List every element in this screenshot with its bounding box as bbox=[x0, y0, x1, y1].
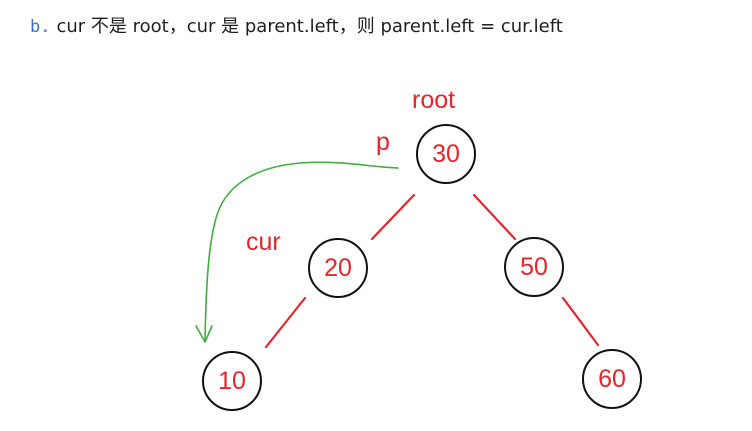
tree-node-60: 60 bbox=[582, 349, 642, 409]
root-label: root bbox=[412, 86, 455, 114]
tree-node-30: 30 bbox=[416, 124, 476, 184]
step-text: cur 不是 root，cur 是 parent.left，则 parent.l… bbox=[56, 16, 563, 37]
tree-node-10: 10 bbox=[202, 351, 262, 411]
edge-20-10 bbox=[264, 296, 307, 349]
p-label: p bbox=[376, 128, 390, 156]
node-value: 10 bbox=[218, 367, 246, 395]
step-caption: b.cur 不是 root，cur 是 parent.left，则 parent… bbox=[30, 14, 563, 40]
node-value: 50 bbox=[520, 253, 548, 281]
node-value: 30 bbox=[432, 140, 460, 168]
edge-30-50 bbox=[472, 193, 517, 241]
node-value: 60 bbox=[598, 365, 626, 393]
cur-label: cur bbox=[246, 228, 281, 256]
node-value: 20 bbox=[324, 254, 352, 282]
tree-node-50: 50 bbox=[504, 237, 564, 297]
pointer-arrow-head bbox=[195, 325, 213, 343]
step-marker: b. bbox=[30, 17, 51, 37]
pointer-arrow bbox=[204, 161, 399, 341]
edge-50-60 bbox=[561, 296, 600, 347]
edge-30-20 bbox=[370, 193, 416, 241]
tree-node-20: 20 bbox=[308, 238, 368, 298]
